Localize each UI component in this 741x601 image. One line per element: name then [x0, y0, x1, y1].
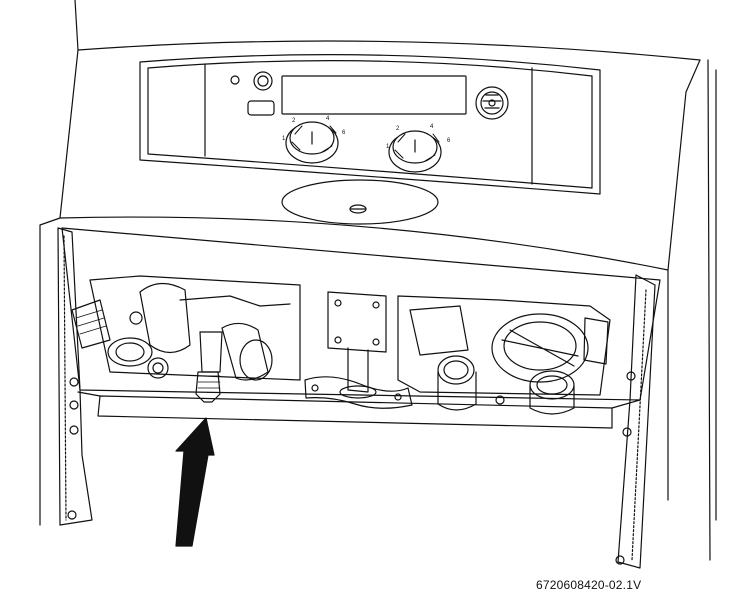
- svg-text:1: 1: [386, 144, 390, 150]
- right-hinge-arm: [616, 275, 655, 568]
- central-bracket: [305, 292, 412, 408]
- left-screw-icon: [70, 378, 78, 386]
- hydraulic-block-left: [72, 276, 300, 402]
- left-hinge-arm: [58, 228, 92, 525]
- right-screw-icon: [627, 372, 635, 380]
- boiler-casing: [40, 0, 716, 560]
- svg-text:2: 2: [396, 126, 400, 132]
- hot-water-temperature-knob[interactable]: 2 4 1 6: [386, 124, 451, 172]
- display-window: [282, 76, 466, 114]
- svg-text:4: 4: [430, 124, 434, 130]
- svg-text:2: 2: [292, 118, 296, 124]
- figure-reference-code: 6720608420-02.1V: [536, 578, 642, 592]
- pump-housing: [492, 314, 588, 382]
- heating-temperature-knob[interactable]: 2 4 1 6: [282, 116, 346, 163]
- svg-text:1: 1: [282, 136, 286, 142]
- svg-text:4: 4: [326, 116, 330, 122]
- pressure-gauge: [476, 87, 508, 119]
- indicator-arrow: [176, 418, 214, 546]
- front-lens: [282, 180, 438, 224]
- hydraulic-block-right: [398, 296, 610, 414]
- power-icon: [231, 76, 239, 84]
- reset-button[interactable]: [248, 101, 274, 115]
- svg-text:6: 6: [342, 130, 346, 136]
- power-button[interactable]: [254, 72, 272, 90]
- svg-text:6: 6: [447, 138, 451, 144]
- control-panel: 2 4 1 6 2 4 1 6: [140, 55, 600, 224]
